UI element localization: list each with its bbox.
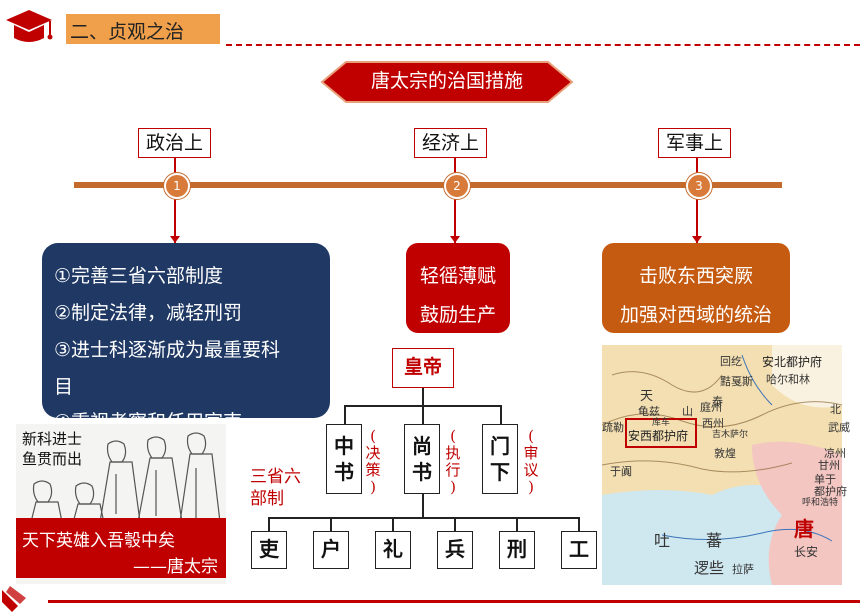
map-place-18: 唐 — [794, 517, 814, 541]
footer-pencil-icon — [2, 586, 26, 612]
map-terrain-image — [601, 345, 843, 585]
graduation-cap-logo-icon — [6, 10, 53, 42]
map-place-5: 龟兹 — [638, 405, 660, 418]
ministry-works: 工 — [561, 531, 597, 569]
ministry-personnel: 吏 — [251, 531, 287, 569]
map-place-9: 吉木萨尔 — [712, 430, 749, 440]
illustration-caption-1: 新科进士 — [22, 430, 83, 448]
map-place-22: 呼和浩特 — [802, 498, 839, 508]
politics-item-3-cont: 目 — [54, 376, 74, 398]
map-place-14: 吐 — [654, 531, 671, 550]
map-place-12: 于阗 — [610, 465, 632, 478]
system-label-line2: 部制 — [250, 489, 284, 509]
province-menxia-role: (审议) — [523, 427, 539, 496]
connector-politics — [174, 158, 176, 244]
arrow-economy-icon — [450, 236, 460, 243]
politics-item-2: ②制定法律，减轻刑罚 — [54, 302, 243, 324]
illustration-caption-2: 鱼贯而出 — [22, 450, 83, 468]
map-place-3: 泰 — [712, 395, 723, 408]
banner-shape — [320, 61, 574, 103]
banner-title: 唐太宗的治国措施 — [370, 70, 523, 92]
map-place-17: 拉萨 — [732, 563, 754, 576]
label-economy: 经济上 — [414, 128, 488, 158]
node-1: 1 — [164, 173, 190, 199]
map-place-1: 回纥 — [720, 355, 742, 368]
node-2: 2 — [444, 173, 470, 199]
org-line-m5 — [516, 517, 518, 531]
org-line-shangshu-down — [422, 494, 424, 518]
province-shangshu-role: (执行) — [445, 427, 461, 496]
map-place-2: 黠戛斯 — [720, 375, 753, 388]
politics-measures-box: ①完善三省六部制度 ②制定法律，减轻刑罚 ③进士科逐渐成为最重要科 目 ④重视考… — [42, 243, 330, 433]
map-place-24: 甘州 — [818, 459, 840, 472]
map-place-8: 西州 — [702, 417, 724, 430]
connector-military — [696, 158, 698, 244]
politics-item-3: ③进士科逐渐成为最重要科 — [54, 339, 281, 361]
org-line-ministries — [268, 517, 580, 519]
label-military: 军事上 — [658, 128, 732, 158]
military-line-1: 击败东西突厥 — [638, 265, 753, 287]
ministry-revenue: 户 — [313, 531, 349, 569]
emperor-box: 皇帝 — [392, 348, 454, 388]
label-politics: 政治上 — [138, 128, 212, 158]
org-line-m4 — [454, 517, 456, 531]
node-3: 3 — [686, 173, 712, 199]
province-zhongshu-name: 中书 — [334, 434, 354, 484]
map-place-19: 长安 — [794, 545, 819, 559]
map-place-26: 北 — [830, 403, 841, 416]
map-place-15: 蕃 — [706, 531, 723, 550]
military-line-2: 加强对西域的统治 — [619, 304, 772, 326]
org-line-m6 — [578, 517, 580, 531]
system-label: 三省六 部制 — [250, 466, 301, 510]
map-place-0: 哈尔和林 — [766, 373, 810, 386]
map-place-20: 单于 — [814, 473, 836, 486]
org-line-m3 — [392, 517, 394, 531]
economy-measures-box: 轻徭薄赋 鼓励生产 — [406, 243, 510, 333]
province-zhongshu-role: (决策) — [365, 427, 381, 496]
org-line-menxia — [500, 405, 502, 425]
province-menxia: 门下 — [482, 424, 518, 494]
province-shangshu-name: 尚书 — [412, 434, 432, 484]
map-place-11: 疏勒 — [602, 421, 624, 434]
timeline-bar — [74, 182, 782, 188]
system-label-line1: 三省六 — [250, 467, 301, 487]
quote-author: ——唐太宗 — [133, 557, 218, 577]
map-place-25: 武威 — [828, 421, 850, 434]
emperor-quote: 天下英雄入吾彀中矣 ——唐太宗 — [16, 518, 226, 578]
map-place-21: 都护府 — [814, 485, 847, 498]
org-line-emperor — [422, 388, 424, 406]
province-menxia-name: 门下 — [490, 434, 510, 484]
arrow-military-icon — [692, 236, 702, 243]
ministry-justice: 刑 — [499, 531, 535, 569]
economy-line-1: 轻徭薄赋 — [419, 265, 496, 287]
map-place-10: 库车 — [652, 418, 671, 428]
connector-economy — [454, 158, 456, 244]
map-label-anxi: 安西都护府 — [628, 429, 689, 443]
politics-item-1: ①完善三省六部制度 — [54, 265, 224, 287]
economy-line-2: 鼓励生产 — [419, 304, 496, 326]
ministry-rites: 礼 — [375, 531, 411, 569]
org-line-zhongshu — [344, 405, 346, 425]
province-zhongshu: 中书 — [326, 424, 362, 494]
province-shangshu: 尚书 — [404, 424, 440, 494]
org-line-m1 — [268, 517, 270, 531]
org-line-m2 — [330, 517, 332, 531]
section-title: 二、贞观之治 — [70, 21, 185, 43]
quote-text: 天下英雄入吾彀中矣 — [22, 531, 175, 551]
map-place-7: 庭州 — [700, 401, 722, 414]
map-place-13: 敦煌 — [714, 447, 736, 460]
map-place-4: 天 — [640, 389, 654, 404]
section-title-bar: 二、贞观之治 — [66, 14, 220, 44]
map-label-anbei: 安北都护府 — [762, 355, 823, 369]
arrow-politics-icon — [170, 236, 180, 243]
tang-territory-map: 安西都护府 安北都护府 哈尔和林 回纥 黠戛斯 泰 天 龟兹 山 庭州 西州 吉… — [601, 345, 850, 585]
header-divider — [226, 44, 860, 46]
map-place-16: 逻些 — [694, 559, 725, 577]
ministry-war: 兵 — [437, 531, 473, 569]
org-line-shangshu — [422, 405, 424, 425]
military-measures-box: 击败东西突厥 加强对西域的统治 — [602, 243, 790, 333]
footer-divider — [48, 600, 860, 603]
map-place-6: 山 — [682, 405, 693, 418]
map-place-23: 凉州 — [824, 447, 846, 460]
